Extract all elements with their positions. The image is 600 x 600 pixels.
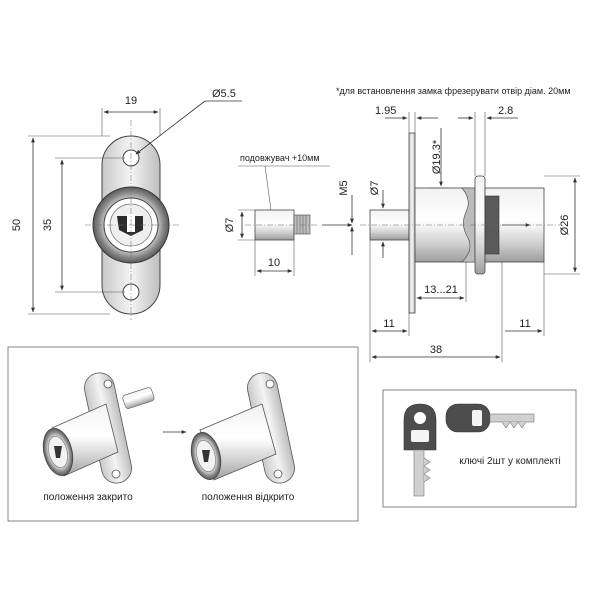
keys-caption: ключі 2шт у комплекті bbox=[459, 456, 561, 467]
extender-part: подовжувач +10мм Ø7 10 bbox=[224, 153, 353, 276]
states-panel: положення закрито положення відкрито bbox=[7, 346, 359, 522]
dim-pin-length: 11 bbox=[383, 318, 394, 330]
key-horizontal-icon bbox=[445, 403, 535, 433]
dim-plate-thickness: 1.95 bbox=[375, 105, 396, 117]
key-vertical-icon bbox=[403, 403, 437, 497]
closed-lock-illustration bbox=[42, 372, 155, 484]
keys-frame bbox=[382, 389, 577, 508]
dim-width: 19 bbox=[125, 95, 137, 107]
dim-total-height: 50 bbox=[11, 219, 23, 231]
dim-hole-spacing: 35 bbox=[42, 219, 54, 231]
dim-total-length: 38 bbox=[430, 344, 442, 356]
extender-length: 10 bbox=[268, 257, 280, 269]
extender-diameter: Ø7 bbox=[224, 218, 236, 233]
side-plate bbox=[408, 132, 416, 314]
dim-body-diameter: Ø26 bbox=[559, 215, 571, 236]
dim-adjust-range: 13...21 bbox=[424, 284, 458, 296]
dim-cylinder-length: 11 bbox=[519, 318, 530, 330]
states-frame bbox=[7, 346, 359, 522]
extender-label: подовжувач +10мм bbox=[240, 153, 320, 163]
side-view: 1.95 2.8 Ø19.3* M5 Ø7 Ø26 13...21 11 bbox=[338, 105, 580, 362]
open-state-label: положення відкрито bbox=[202, 492, 295, 503]
open-lock-illustration bbox=[190, 372, 295, 484]
extender-thread bbox=[293, 214, 311, 235]
dim-cutout-diameter: Ø19.3* bbox=[431, 139, 443, 174]
keys-panel: ключі 2шт у комплекті bbox=[382, 389, 577, 508]
closed-state-label: положення закрито bbox=[43, 492, 133, 503]
dim-hole-diameter: Ø5.5 bbox=[212, 88, 236, 100]
dim-pin-diameter: Ø7 bbox=[369, 181, 381, 196]
dim-flange-thickness: 2.8 bbox=[498, 105, 513, 117]
front-view: 19 Ø5.5 50 35 bbox=[11, 88, 242, 320]
dim-thread: M5 bbox=[338, 180, 350, 195]
milling-note: *для встановлення замка фрезерувати отві… bbox=[336, 86, 571, 96]
